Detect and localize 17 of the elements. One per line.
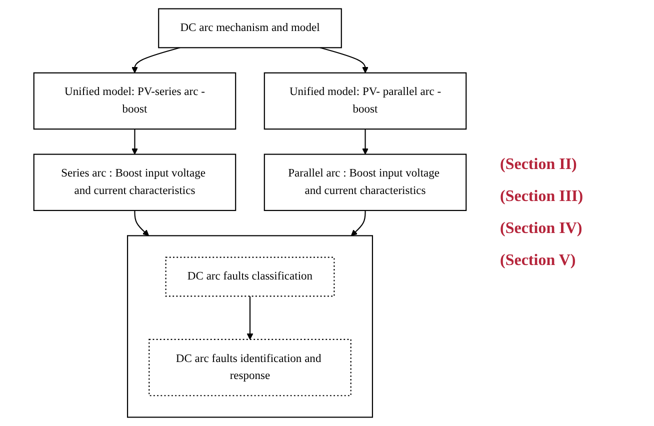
node-box: Parallel arc : Boost input voltage and current characteristics: [264, 154, 467, 212]
section-label: (Section II): [500, 156, 578, 174]
section-label: (Section III): [500, 188, 584, 206]
arrow: [246, 296, 254, 340]
node-box: DC arc faults classification: [165, 256, 335, 297]
section-label: (Section IV): [500, 220, 584, 238]
arrow: [132, 129, 138, 155]
node-box: DC arc faults identification and response: [148, 338, 352, 396]
section-label: (Section V): [500, 252, 577, 270]
node-box: Series arc : Boost input voltage and current characteristics: [33, 154, 236, 212]
node-box: DC arc mechanism and model: [158, 8, 342, 48]
node-box: Unified model: PV-series arc -boost: [33, 72, 236, 130]
node-box: Unified model: PV- parallel arc -boost: [264, 72, 467, 130]
arrow: [362, 129, 368, 155]
arrow: [134, 210, 150, 236]
cluster: [127, 235, 374, 418]
arrow: [350, 210, 366, 236]
